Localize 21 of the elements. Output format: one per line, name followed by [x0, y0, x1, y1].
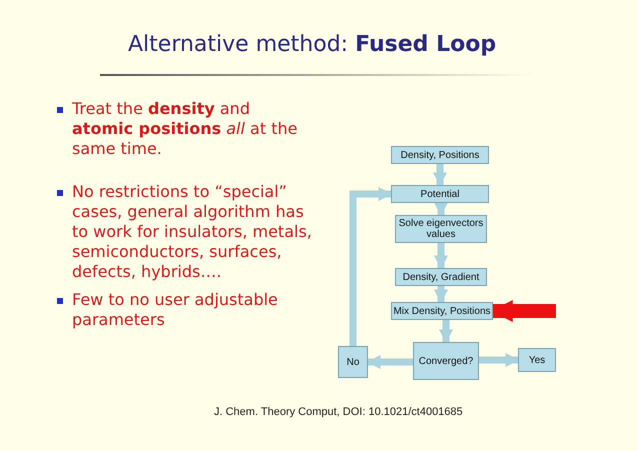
arrow	[434, 243, 448, 270]
arrow	[434, 202, 448, 216]
arrow	[366, 355, 413, 369]
process-box: Density, Positions	[391, 146, 489, 164]
bullet-text: Few to no user adjustable parameters	[72, 290, 279, 330]
arrow	[350, 187, 392, 346]
answer-box: No	[338, 346, 368, 378]
process-box: Mix Density, Positions	[391, 302, 493, 320]
process-box: Solve eigenvectors values	[395, 215, 487, 243]
bullet-text: No restrictions to “special” cases, general algorithm has to work for insulators, metals, semiconductors, surfaces, defects, hybrids….	[72, 182, 313, 282]
arrow	[434, 286, 448, 304]
citation: J. Chem. Theory Comput, DOI: 10.1021/ct4001685	[214, 406, 463, 418]
arrow	[439, 320, 453, 344]
decision-box: Converged?	[413, 342, 479, 380]
slide-title: Alternative method: Fused Loop	[128, 32, 496, 57]
arrow	[479, 353, 520, 367]
process-box: Potential	[391, 185, 489, 203]
answer-box: Yes	[518, 348, 556, 372]
bullet-text: Treat the density and atomic positions all at the same time.	[72, 99, 298, 159]
arrow	[433, 164, 447, 186]
process-box: Density, Gradient	[395, 268, 487, 286]
